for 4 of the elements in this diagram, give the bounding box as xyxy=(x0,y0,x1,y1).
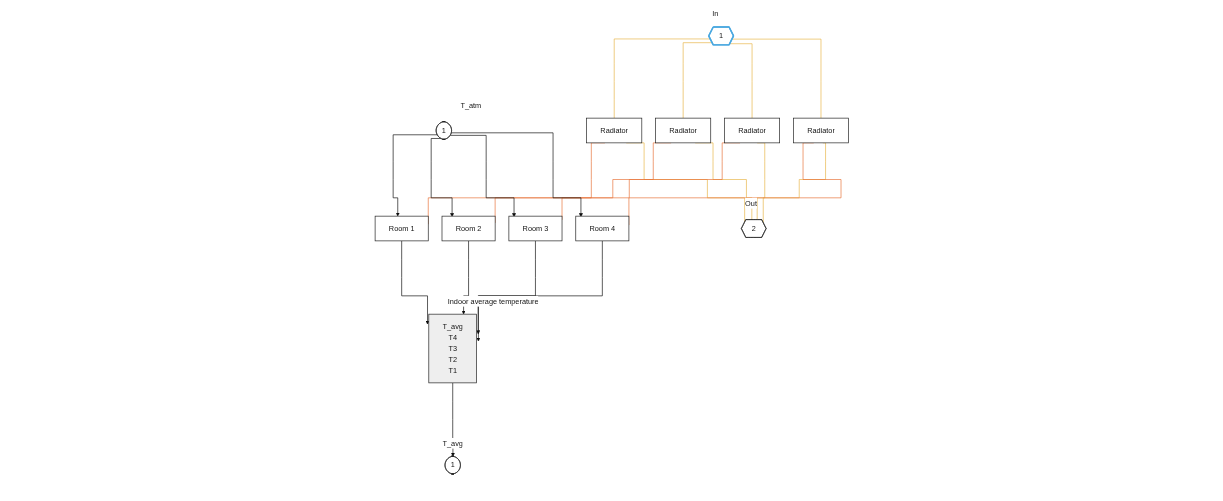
connector xyxy=(756,142,766,221)
connector xyxy=(613,38,711,119)
connector xyxy=(731,38,822,119)
connector xyxy=(729,43,753,119)
